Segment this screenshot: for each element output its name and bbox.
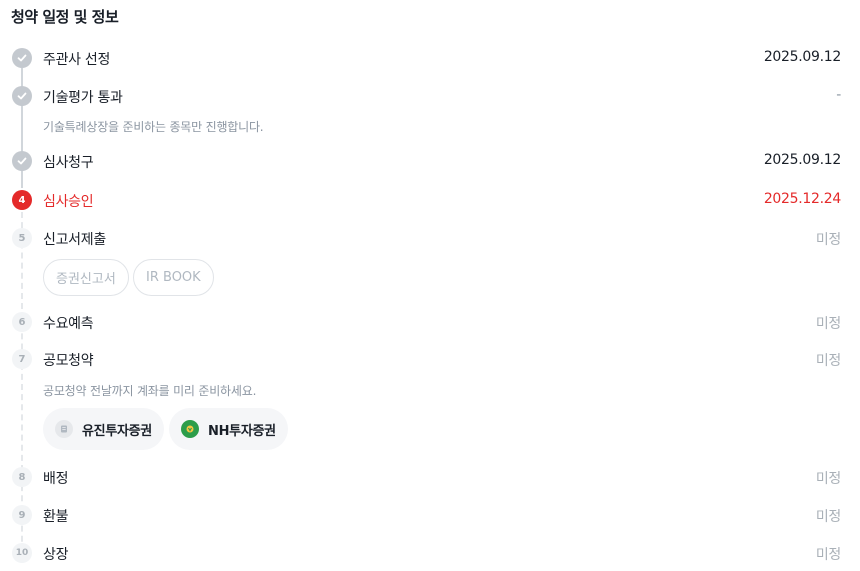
step-date: 미정 <box>815 471 841 487</box>
nh-logo-icon <box>181 420 199 438</box>
step-name: 배정 <box>43 471 69 487</box>
broker-button-nh[interactable]: NH투자증권 <box>169 408 288 450</box>
step-number-badge: 4 <box>12 190 32 210</box>
step-demand-forecast: 6 수요예측 미정 <box>0 310 860 334</box>
ir-book-chip[interactable]: IR BOOK <box>133 259 214 296</box>
step-date: 2025.12.24 <box>763 191 841 207</box>
step-review-request: 심사청구 2025.09.12 <box>0 149 860 173</box>
check-icon <box>12 151 32 171</box>
step-number-badge: 8 <box>12 467 32 487</box>
step-name: 환불 <box>43 509 69 525</box>
step-number-badge: 7 <box>12 349 32 369</box>
step-name: 수요예측 <box>43 316 94 332</box>
step-number-badge: 9 <box>12 505 32 525</box>
timeline-line-dashed <box>21 212 23 562</box>
step-name: 심사청구 <box>43 155 94 171</box>
step-name: 주관사 선정 <box>43 52 111 68</box>
step-date: 미정 <box>815 353 841 369</box>
step-allocation: 8 배정 미정 <box>0 465 860 489</box>
step-date: 미정 <box>815 316 841 332</box>
check-icon <box>12 48 32 68</box>
step-name: 기술평가 통과 <box>43 90 123 106</box>
step-note: 기술특례상장을 준비하는 종목만 진행합니다. <box>43 120 264 134</box>
step-date: 미정 <box>815 232 841 248</box>
step-number-badge: 6 <box>12 312 32 332</box>
timeline-line-solid <box>21 68 23 188</box>
step-number-badge: 5 <box>12 228 32 248</box>
step-public-offering: 7 공모청약 미정 <box>0 347 860 371</box>
step-date: 2025.09.12 <box>763 152 841 168</box>
step-refund: 9 환불 미정 <box>0 503 860 527</box>
broker-label: NH투자증권 <box>208 423 276 439</box>
step-note: 공모청약 전날까지 계좌를 미리 준비하세요. <box>43 384 257 398</box>
step-name: 심사승인 <box>43 194 94 210</box>
broker-button-yujin[interactable]: 유진투자증권 <box>43 408 164 450</box>
yujin-logo-icon <box>55 420 73 438</box>
step-name: 신고서제출 <box>43 232 106 248</box>
check-icon <box>12 86 32 106</box>
page-title: 청약 일정 및 정보 <box>11 8 119 26</box>
step-review-approval: 4 심사승인 2025.12.24 <box>0 188 860 212</box>
step-date: 미정 <box>815 547 841 563</box>
securities-report-chip[interactable]: 증권신고서 <box>43 259 129 296</box>
step-tech-evaluation: 기술평가 통과 - <box>0 84 860 108</box>
step-underwriter: 주관사 선정 2025.09.12 <box>0 46 860 70</box>
step-number-badge: 10 <box>12 543 32 563</box>
step-date: 2025.09.12 <box>763 49 841 65</box>
step-date: 미정 <box>815 509 841 525</box>
step-listing: 10 상장 미정 <box>0 541 860 565</box>
step-name: 상장 <box>43 547 69 563</box>
broker-label: 유진투자증권 <box>82 423 152 439</box>
step-name: 공모청약 <box>43 353 94 369</box>
step-filing: 5 신고서제출 미정 <box>0 226 860 250</box>
step-date: - <box>836 87 841 103</box>
